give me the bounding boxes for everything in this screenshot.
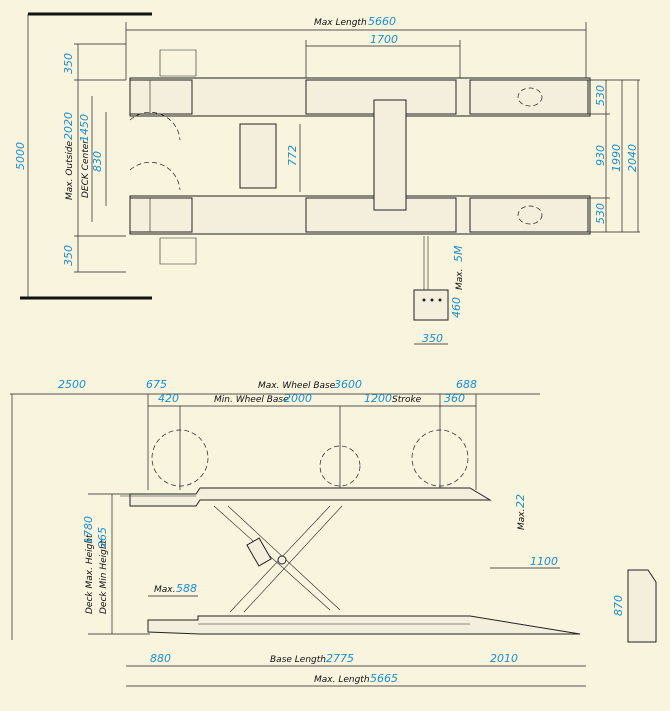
dim-930: 930 <box>594 145 607 166</box>
deck-min-height-label: Deck Min Height <box>99 539 109 614</box>
dim-772: 772 <box>286 145 299 166</box>
left-ramp-bottom <box>159 237 197 265</box>
dim-2040: 2040 <box>626 144 639 172</box>
deck-max-height-value: 1780 <box>82 516 95 544</box>
stroke-value: 1200 <box>364 392 392 405</box>
dim-530-bottom: 530 <box>594 203 607 224</box>
dim-1700: 1700 <box>370 33 398 46</box>
max-length-value-side: 5665 <box>370 672 398 685</box>
dim-1100: 1100 <box>530 555 558 568</box>
max-wheel-base-label: Max. Wheel Base <box>258 381 336 391</box>
cross-member-right <box>373 99 407 211</box>
cross-member-left <box>239 123 277 189</box>
right-end-top <box>469 79 589 115</box>
base-length-value: 2775 <box>326 652 354 665</box>
max588-label: Max. <box>154 585 175 595</box>
left-end-bottom <box>129 197 193 233</box>
max-length-label: Max Length <box>314 18 367 28</box>
dim-688: 688 <box>456 378 477 391</box>
control-console <box>413 289 449 321</box>
dim-460: 460 <box>450 297 463 318</box>
dim-350-top: 350 <box>62 53 75 74</box>
max-length-value: 5660 <box>368 15 396 28</box>
stroke-label: Stroke <box>392 395 422 405</box>
dim-350-bottom: 350 <box>62 245 75 266</box>
deck-center-value: 1450 <box>78 114 91 142</box>
side-view: 2500 675 Max. Wheel Base 3600 688 420 Mi… <box>10 378 657 687</box>
dim-870: 870 <box>612 595 625 616</box>
rear-wheel-outline <box>411 429 469 487</box>
deck-min-height-value: 265 <box>96 527 109 548</box>
dim-5000: 5000 <box>14 142 27 170</box>
deck-center-label: DECK Center <box>81 139 91 198</box>
dim-350-console: 350 <box>422 332 443 345</box>
dim-1990: 1990 <box>610 144 623 172</box>
scissor-arm-a <box>213 505 331 611</box>
dim-360: 360 <box>444 392 465 405</box>
base-frame <box>147 615 581 635</box>
right-end-bottom <box>469 197 589 233</box>
lift-cylinder <box>246 537 272 567</box>
dim-530-top: 530 <box>594 85 607 106</box>
min-wheel-base-value: 2000 <box>284 392 312 405</box>
left-wheel-arc-bottom <box>129 161 181 191</box>
left-ramp-top <box>159 49 197 77</box>
left-wheel-arc-top <box>129 111 181 141</box>
max5m-value: 5M <box>452 245 465 262</box>
console-side-view <box>627 569 657 643</box>
mid-wheel-outline <box>319 445 361 487</box>
max-outside-value: 2020 <box>62 112 75 140</box>
deck-max-height-label: Deck Max. Height <box>85 534 95 614</box>
min-wheel-base-label: Min. Wheel Base <box>214 395 289 405</box>
max22-label: Max. <box>517 509 527 530</box>
max-length-label-side: Max. Length <box>314 675 370 685</box>
max-wheel-base-value: 3600 <box>334 378 362 391</box>
max588-value: 588 <box>176 582 197 595</box>
dim-420: 420 <box>158 392 179 405</box>
max5m-label: Max. <box>455 269 465 290</box>
top-view: Max Length 5660 1700 5000 350 350 Max. O… <box>14 12 640 345</box>
max-outside-label: Max. Outside <box>65 140 75 200</box>
dim-880: 880 <box>150 652 171 665</box>
base-length-label: Base Length <box>270 655 326 665</box>
dim-830: 830 <box>91 151 104 172</box>
upper-deck <box>129 487 492 507</box>
left-end-top <box>129 79 193 115</box>
front-wheel-outline <box>151 429 209 487</box>
dim-675: 675 <box>146 378 167 391</box>
max22-value: 22 <box>514 494 527 508</box>
dim-2010: 2010 <box>490 652 518 665</box>
dim-2500: 2500 <box>58 378 86 391</box>
